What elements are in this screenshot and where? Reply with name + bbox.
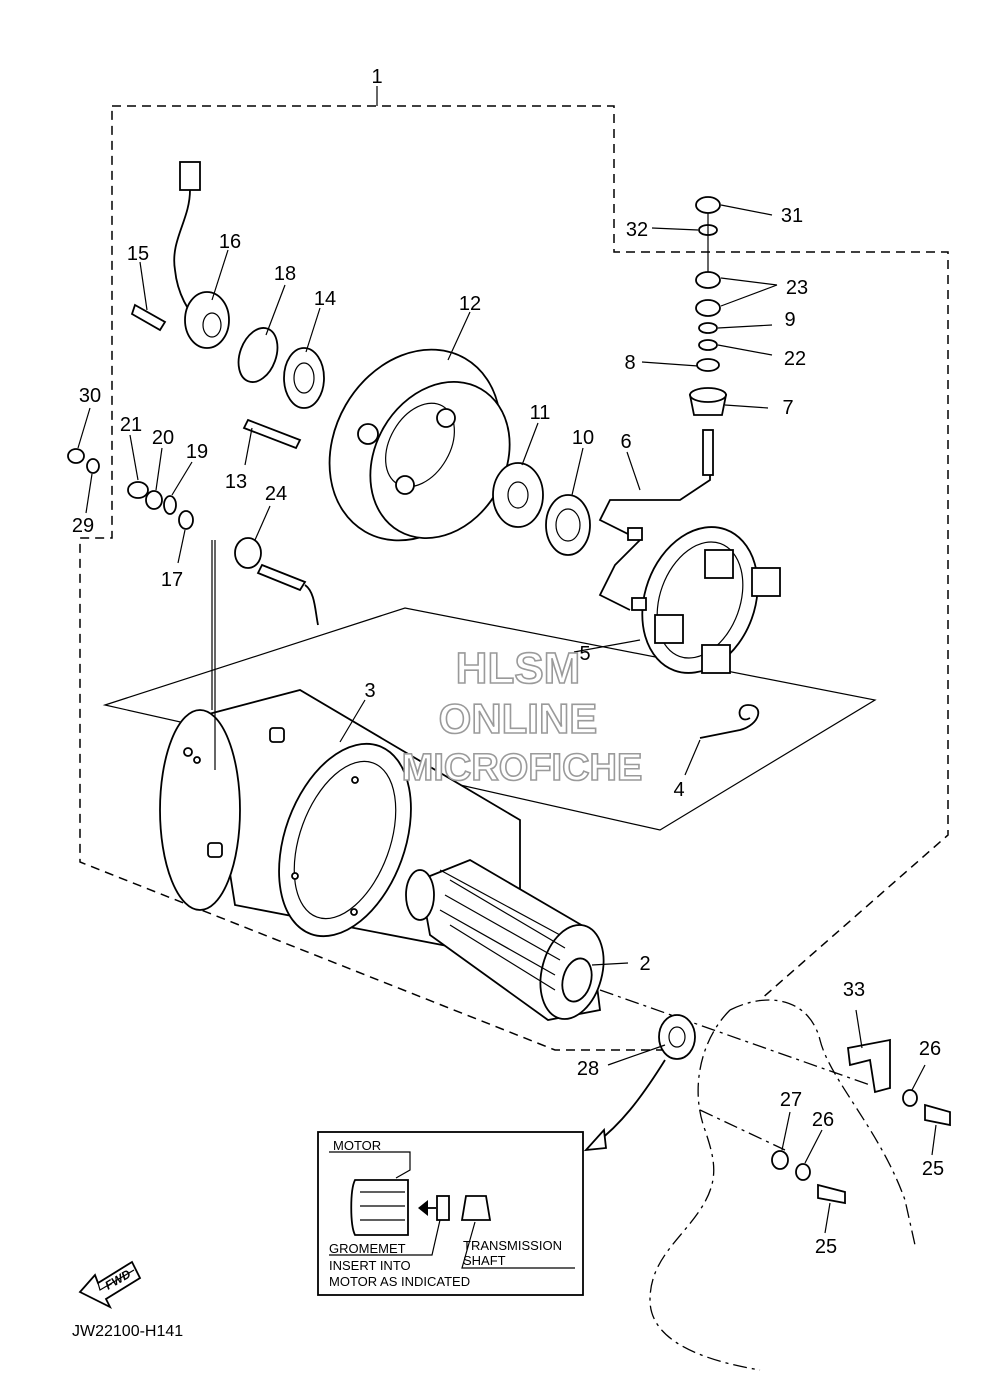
inset-motor-label: MOTOR [333,1138,381,1153]
brush-holder [641,526,781,674]
assembly-plane [102,607,877,831]
label-25a: 25 [922,1158,944,1180]
watermark-line-3: MICROFICHE [402,747,643,789]
armature [405,859,605,1021]
label-4: 4 [673,779,684,801]
label-10: 10 [572,427,594,449]
label-8: 8 [624,352,635,374]
label-13: 13 [225,471,247,493]
label-15: 15 [127,243,149,265]
label-2: 2 [639,953,650,975]
label-26b: 26 [812,1109,834,1131]
label-9: 9 [784,309,795,331]
terminal-stack [688,196,728,476]
watermark-line-2: ONLINE [439,695,598,742]
bearing-11 [492,462,544,528]
inset-shaft-line2: SHAFT [463,1253,506,1268]
part-labels: 1 2 3 4 5 6 7 8 9 10 11 12 13 14 15 16 1… [72,66,944,1258]
label-23: 23 [786,277,808,299]
inset-shaft-line1: TRANSMISSION [463,1238,562,1253]
inset-gromemet-label: GROMEMET [329,1241,406,1256]
label-17: 17 [161,569,183,591]
label-26a: 26 [919,1038,941,1060]
label-1: 1 [371,66,382,88]
label-29: 29 [72,515,94,537]
inset-instruction-line2: MOTOR AS INDICATED [329,1274,470,1289]
label-27: 27 [780,1089,802,1111]
brush-spring [699,704,760,739]
fwd-arrow-icon: FWD [78,1260,142,1310]
assembly-inset: MOTOR GROMEMET INSERT INTO MOTOR AS INDI… [317,1131,584,1296]
label-16: 16 [219,231,241,253]
watermark-line-1: HLSM [456,644,581,693]
label-12: 12 [459,293,481,315]
watermark: HLSM ONLINE MICROFICHE [401,643,643,790]
label-33: 33 [843,979,865,1001]
label-21: 21 [120,414,142,436]
label-20: 20 [152,427,174,449]
leader-lines [77,204,937,1234]
label-5: 5 [579,643,590,665]
bearing-28 [658,1014,696,1060]
inset-instruction-line1: INSERT INTO [329,1258,411,1273]
transmission-housing [649,999,916,1371]
label-18: 18 [274,263,296,285]
label-32: 32 [626,219,648,241]
label-31: 31 [781,205,803,227]
lead-wire [598,440,711,611]
label-30: 30 [79,385,101,407]
label-11: 11 [530,402,551,424]
label-28: 28 [577,1058,599,1080]
label-7: 7 [782,397,793,419]
label-3: 3 [364,680,375,702]
shaft-axis [599,989,871,1086]
right-small-parts [771,1038,951,1205]
label-19: 19 [186,441,208,463]
label-24: 24 [265,483,287,505]
front-cover [328,348,511,542]
label-22: 22 [784,348,806,370]
left-small-parts [67,161,325,770]
assembly-boundary [79,105,949,1051]
inset-arrow [595,1059,666,1144]
label-6: 6 [620,431,631,453]
label-14: 14 [314,288,336,310]
label-25b: 25 [815,1236,837,1258]
drawing-code: JW22100-H141 [72,1323,183,1340]
bearing-10 [545,494,591,556]
